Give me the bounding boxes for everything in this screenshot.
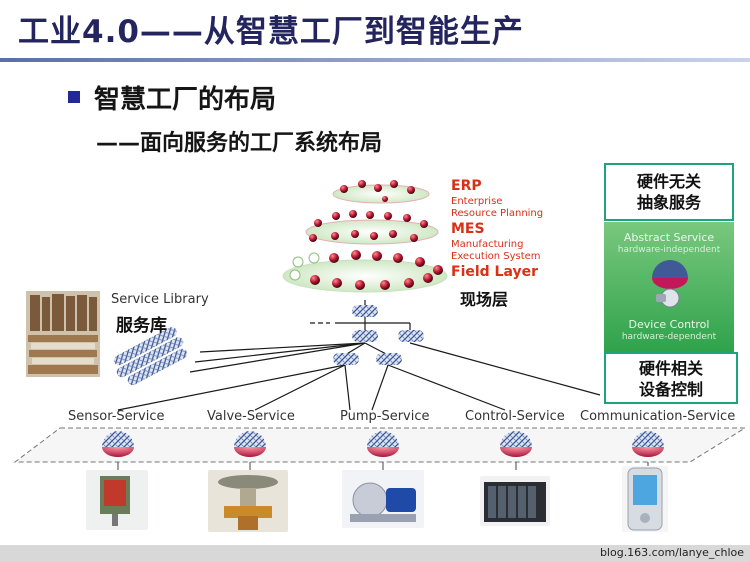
sensor-device-icon: [86, 470, 148, 530]
service-label-control: Control-Service: [465, 409, 565, 424]
mes-desc-2: Execution System: [451, 251, 541, 263]
watermark-text: blog.163.com/lanye_chloe: [600, 546, 744, 559]
device-connectors: [118, 462, 648, 470]
service-label-valve: Valve-Service: [207, 409, 295, 424]
abstraction-panel: Abstract Service hardware-independent De…: [604, 222, 734, 352]
hardware-independent-box: 硬件无关 抽象服务: [604, 163, 734, 221]
bottom-box-line-2: 设备控制: [606, 379, 736, 400]
service-library-cn-label: 服务库: [116, 311, 167, 336]
controller-device-icon: [480, 476, 550, 526]
service-device-icon: [648, 260, 692, 312]
bottom-box-line-1: 硬件相关: [606, 358, 736, 379]
device-control-label: Device Control: [604, 318, 734, 331]
top-box-line-1: 硬件无关: [606, 171, 732, 192]
valve-device-icon: [208, 470, 288, 532]
hardware-dependent-label: hardware-dependent: [604, 332, 734, 342]
erp-label: ERP: [451, 178, 482, 194]
handheld-device-icon: [622, 466, 668, 532]
service-label-sensor: Sensor-Service: [68, 409, 164, 424]
service-label-communication: Communication-Service: [580, 409, 735, 424]
hardware-independent-label: hardware-independent: [604, 245, 734, 255]
mes-label: MES: [451, 221, 485, 237]
network-nodes: [333, 305, 424, 365]
service-library-label: Service Library: [111, 292, 209, 307]
top-box-line-2: 抽象服务: [606, 192, 732, 213]
hardware-dependent-box: 硬件相关 设备控制: [604, 352, 738, 404]
abstract-service-label: Abstract Service: [604, 231, 734, 244]
service-label-pump: Pump-Service: [340, 409, 430, 424]
pump-device-icon: [342, 470, 424, 528]
mes-desc-1: Manufacturing: [451, 239, 523, 251]
field-layer-label: Field Layer: [451, 264, 538, 280]
erp-desc-2: Resource Planning: [451, 208, 543, 220]
mes-layer-disc: [306, 220, 438, 244]
book-stack-icon: [26, 291, 100, 377]
erp-desc-1: Enterprise: [451, 196, 502, 208]
field-layer-cn-label: 现场层: [460, 286, 508, 310]
